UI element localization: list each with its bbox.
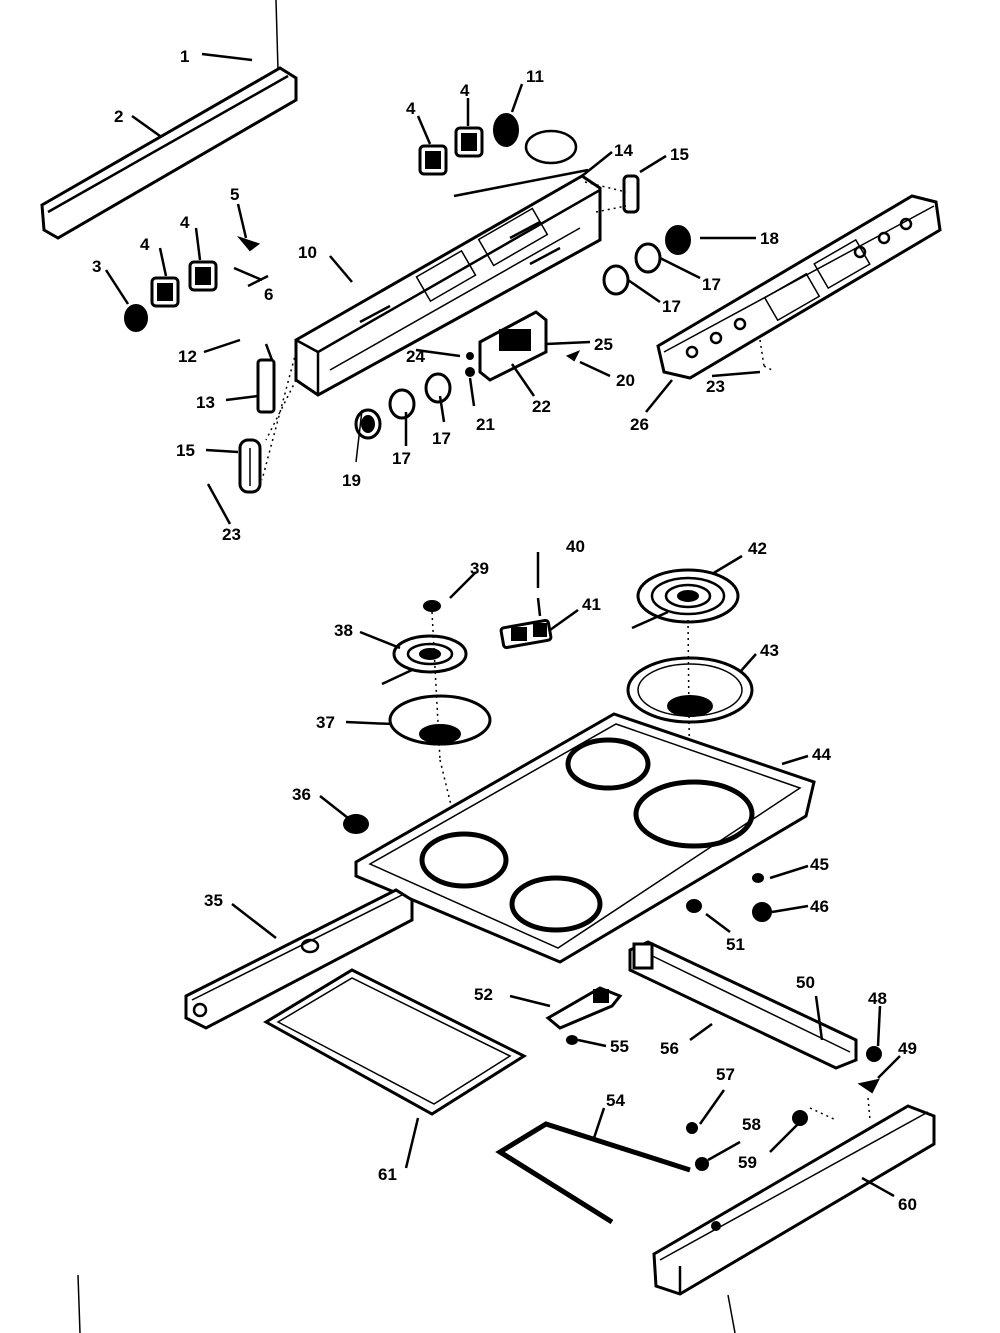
callout-50: 50 xyxy=(796,973,815,992)
callout-14: 14 xyxy=(614,141,633,160)
callout-56: 56 xyxy=(660,1039,679,1058)
callout-21: 21 xyxy=(476,415,495,434)
callout-15: 15 xyxy=(176,441,195,460)
callout-20: 20 xyxy=(616,371,635,390)
callout-15: 15 xyxy=(670,145,689,164)
drip-tray-part xyxy=(263,968,528,1116)
callout-23: 23 xyxy=(222,525,241,544)
screw-part xyxy=(857,1046,882,1094)
control-panel-part xyxy=(656,194,942,380)
leader-lines xyxy=(104,52,901,1198)
callout-48: 48 xyxy=(868,989,887,1008)
callout-22: 22 xyxy=(532,397,551,416)
control-panel-housing-part xyxy=(294,174,602,397)
callout-26: 26 xyxy=(630,415,649,434)
callout-18: 18 xyxy=(760,229,779,248)
front-rail-part xyxy=(184,888,414,1030)
callout-35: 35 xyxy=(204,891,223,910)
callout-39: 39 xyxy=(470,559,489,578)
callout-17: 17 xyxy=(392,449,411,468)
leader-dotted xyxy=(759,339,765,367)
burner-small-part xyxy=(381,600,492,746)
screw-part xyxy=(686,873,772,922)
callout-43: 43 xyxy=(760,641,779,660)
side-rail-part xyxy=(628,940,858,1070)
support-rod-part xyxy=(495,1121,691,1225)
callout-58: 58 xyxy=(742,1115,761,1134)
callout-24: 24 xyxy=(406,347,425,366)
cooktop-part xyxy=(354,712,816,964)
callout-59: 59 xyxy=(738,1153,757,1172)
callout-12: 12 xyxy=(178,347,197,366)
callout-37: 37 xyxy=(316,713,335,732)
callout-25: 25 xyxy=(594,335,613,354)
callout-54: 54 xyxy=(606,1091,625,1110)
callout-42: 42 xyxy=(748,539,767,558)
callout-17: 17 xyxy=(662,297,681,316)
callout-36: 36 xyxy=(292,785,311,804)
callout-51: 51 xyxy=(726,935,745,954)
valve-bracket-part xyxy=(478,310,548,382)
callout-60: 60 xyxy=(898,1195,917,1214)
callout-6: 6 xyxy=(264,285,273,304)
end-bracket-part xyxy=(238,343,276,494)
bracket-part xyxy=(545,986,623,1030)
wire-part xyxy=(453,168,589,198)
screw-part xyxy=(233,235,269,288)
callout-61: 61 xyxy=(378,1165,397,1184)
callout-17: 17 xyxy=(702,275,721,294)
callout-1: 1 xyxy=(180,47,189,66)
callout-38: 38 xyxy=(334,621,353,640)
callout-4: 4 xyxy=(406,99,416,118)
callout-4: 4 xyxy=(140,235,150,254)
leader-dotted xyxy=(867,1097,871,1121)
trim-bar-part xyxy=(40,66,298,240)
leader-dotted xyxy=(809,1107,837,1121)
knob-part xyxy=(124,260,218,332)
scan-line xyxy=(77,1274,81,1333)
leader-dotted xyxy=(431,611,441,761)
screw-part xyxy=(343,814,369,834)
leader-dotted xyxy=(584,181,627,193)
scan-line xyxy=(727,1294,736,1333)
screw-part xyxy=(566,1035,578,1045)
screw-part xyxy=(686,1110,808,1171)
scan-line xyxy=(275,0,279,71)
leader-dotted xyxy=(265,379,297,441)
callout-5: 5 xyxy=(230,185,239,204)
callout-13: 13 xyxy=(196,393,215,412)
leader-dotted xyxy=(595,205,627,213)
callout-45: 45 xyxy=(810,855,829,874)
leader-dotted xyxy=(687,619,691,813)
callout-40: 40 xyxy=(566,537,585,556)
leader-dotted xyxy=(261,351,297,481)
callout-46: 46 xyxy=(810,897,829,916)
callout-41: 41 xyxy=(582,595,601,614)
callout-2: 2 xyxy=(114,107,123,126)
callout-23: 23 xyxy=(706,377,725,396)
callout-57: 57 xyxy=(716,1065,735,1084)
callout-19: 19 xyxy=(342,471,361,490)
clock-switch-part xyxy=(493,113,578,165)
front-trim-part xyxy=(652,1104,936,1296)
callout-44: 44 xyxy=(812,745,831,764)
callout-labels: 1 2 3 4 4 4 4 5 6 10 11 12 13 14 15 15 1… xyxy=(92,47,917,1214)
callout-49: 49 xyxy=(898,1039,917,1058)
end-bracket-part xyxy=(622,174,640,214)
knob-ring-part xyxy=(354,225,691,440)
callout-52: 52 xyxy=(474,985,493,1004)
knob-part xyxy=(418,126,484,176)
callout-4: 4 xyxy=(180,213,190,232)
terminal-block-part xyxy=(499,597,553,650)
burner-large-part xyxy=(626,568,754,724)
callout-11: 11 xyxy=(526,67,544,86)
callout-10: 10 xyxy=(298,243,317,262)
callout-55: 55 xyxy=(610,1037,629,1056)
callout-3: 3 xyxy=(92,257,101,276)
callout-4: 4 xyxy=(460,81,470,100)
leader-dotted xyxy=(763,365,773,371)
callout-17: 17 xyxy=(432,429,451,448)
